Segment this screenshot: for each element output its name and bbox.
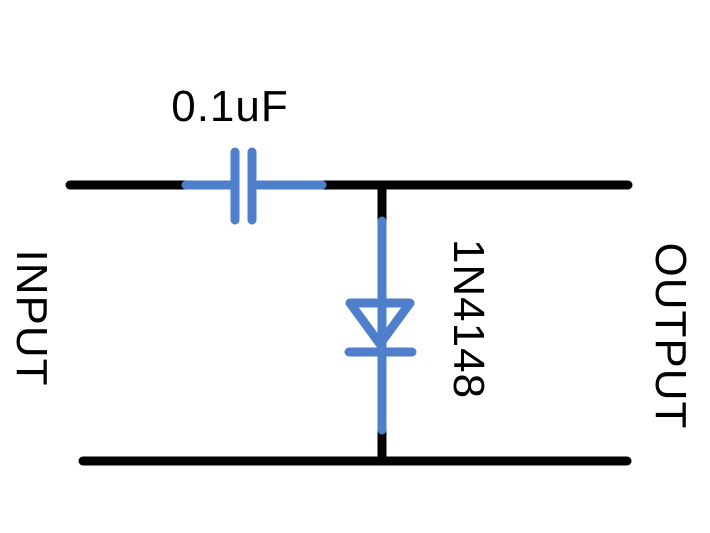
capacitor-value-label: 0.1uF <box>171 82 289 131</box>
wire-group <box>65 180 633 466</box>
output-terminal-label: OUTPUT <box>646 242 695 430</box>
diode-triangle <box>345 298 415 349</box>
input-terminal-label: INPUT <box>7 249 56 387</box>
diode-symbol <box>344 216 417 435</box>
diode-part-label: 1N4148 <box>444 238 493 400</box>
capacitor-symbol <box>181 147 327 225</box>
component-group <box>181 147 417 435</box>
